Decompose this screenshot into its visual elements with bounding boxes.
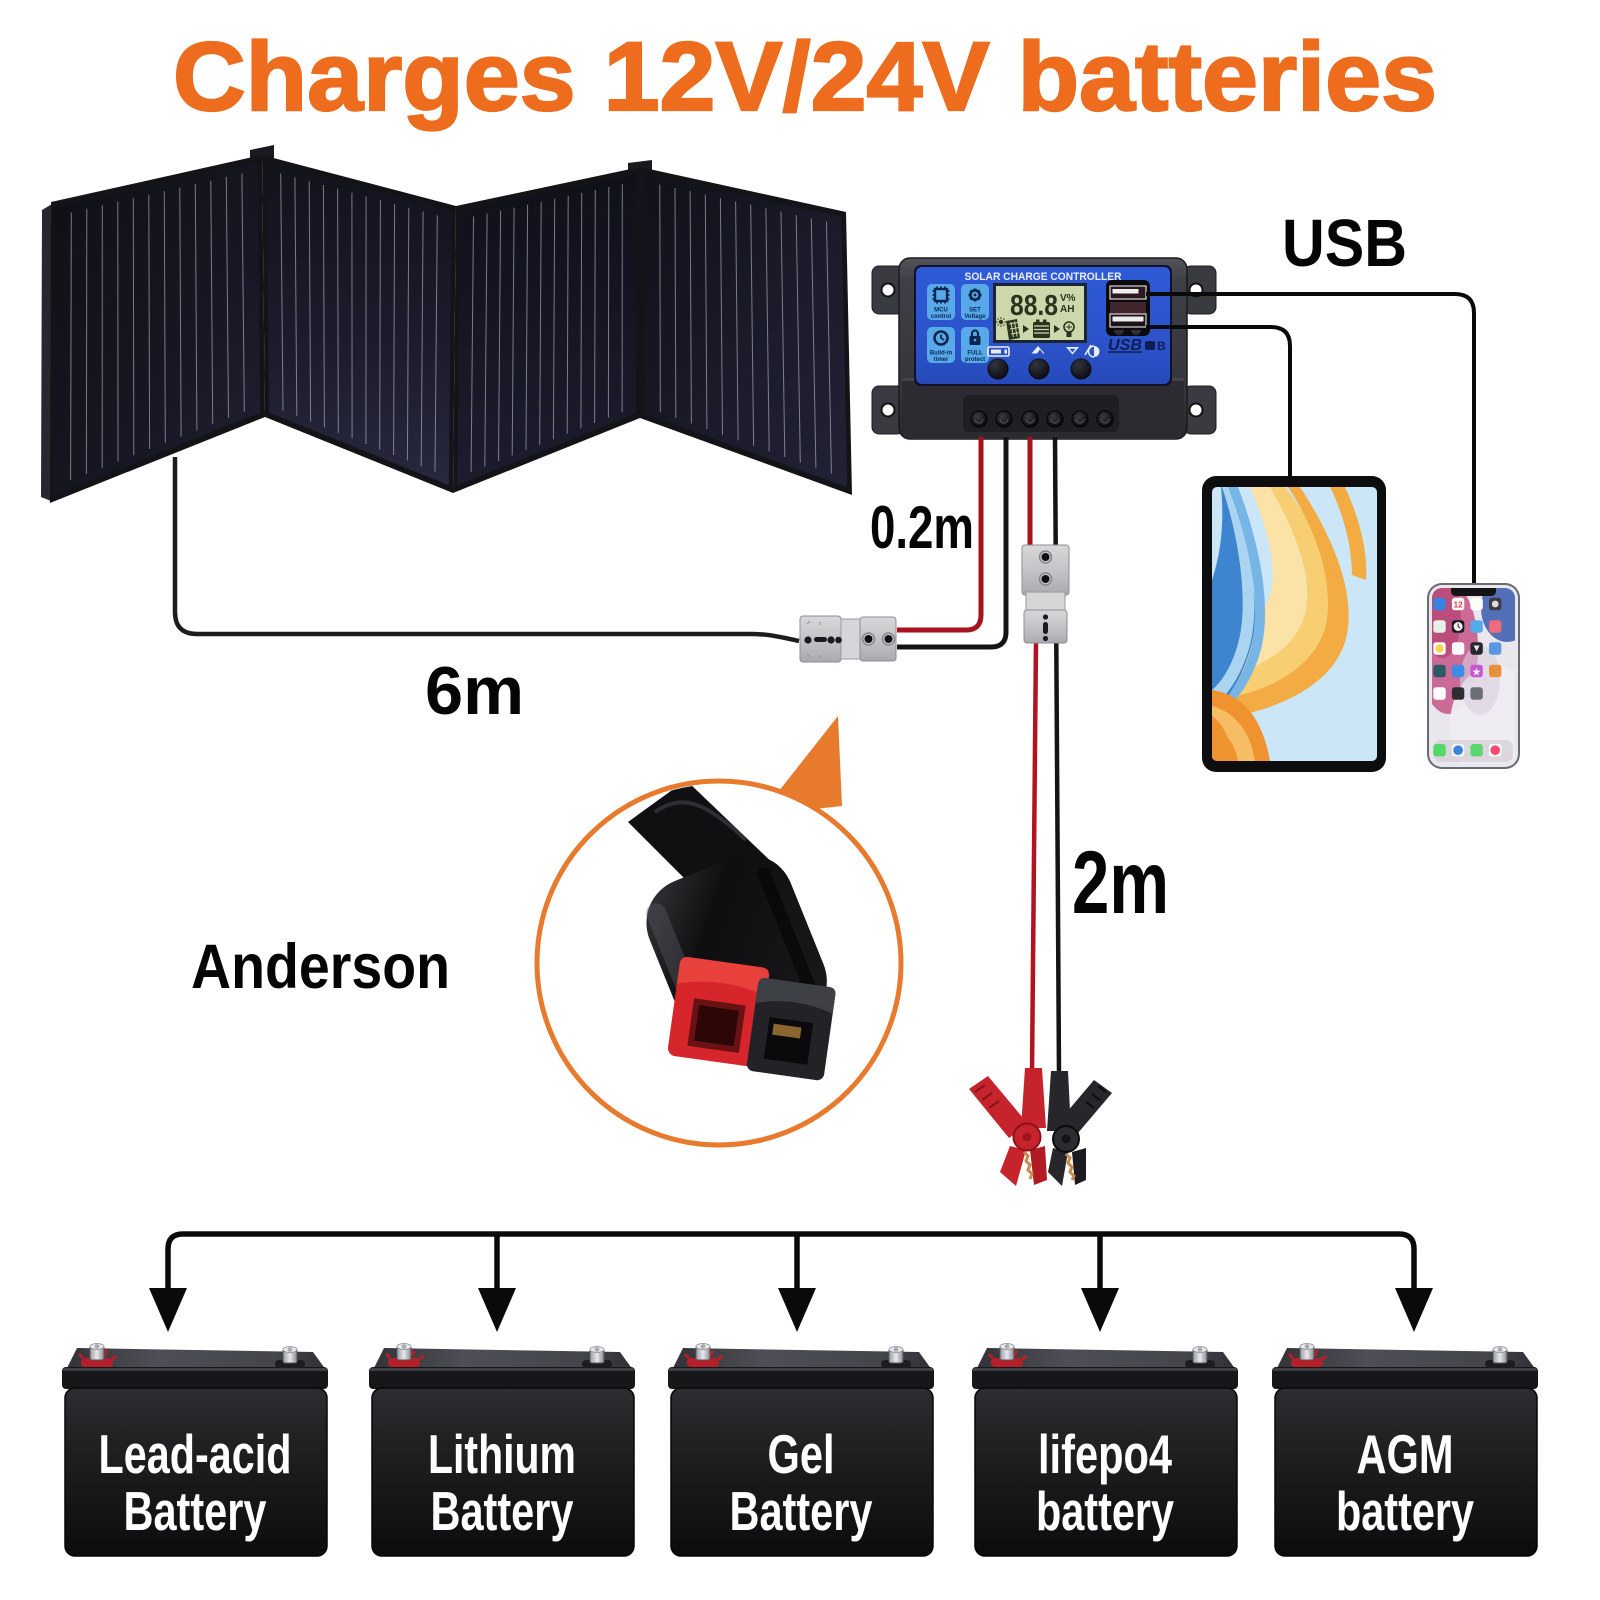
svg-text:Lithium: Lithium [428,1423,576,1485]
svg-text:FULL: FULL [967,351,983,357]
svg-text:timer: timer [934,357,949,363]
svg-text:Lead-acid: Lead-acid [99,1423,292,1485]
svg-text:protect: protect [965,357,985,363]
svg-text:Battery: Battery [124,1480,267,1542]
svg-text:MCU: MCU [934,308,948,314]
svg-text:AGM: AGM [1357,1423,1454,1485]
svg-text:12: 12 [1454,601,1463,610]
svg-text:Voltage: Voltage [964,314,986,320]
svg-text:6m: 6m [425,653,524,729]
svg-text:Build-in: Build-in [930,351,953,357]
svg-text:battery: battery [1036,1480,1174,1542]
svg-text:88.8: 88.8 [1010,290,1058,322]
svg-text:0.2m: 0.2m [870,494,974,561]
svg-text:Charges 12V/24V batteries: Charges 12V/24V batteries [173,22,1437,131]
svg-text:Anderson: Anderson [191,932,450,1002]
svg-text:2m: 2m [1072,832,1169,932]
svg-text:★: ★ [1473,667,1482,677]
svg-text:Battery: Battery [730,1480,873,1542]
svg-text:Battery: Battery [431,1480,574,1542]
svg-text:battery: battery [1336,1480,1474,1542]
svg-text:AH: AH [1060,304,1074,315]
svg-text:control: control [931,314,952,320]
svg-text:lifepo4: lifepo4 [1038,1423,1172,1485]
svg-text:V%: V% [1060,293,1076,304]
svg-text:SOLAR CHARGE CONTROLLER: SOLAR CHARGE CONTROLLER [965,271,1122,283]
svg-text:USB: USB [1282,206,1407,281]
svg-text:USB: USB [1108,337,1142,354]
svg-text:Gel: Gel [768,1423,835,1485]
svg-text:SET: SET [969,308,981,314]
svg-text:B: B [1157,339,1166,353]
